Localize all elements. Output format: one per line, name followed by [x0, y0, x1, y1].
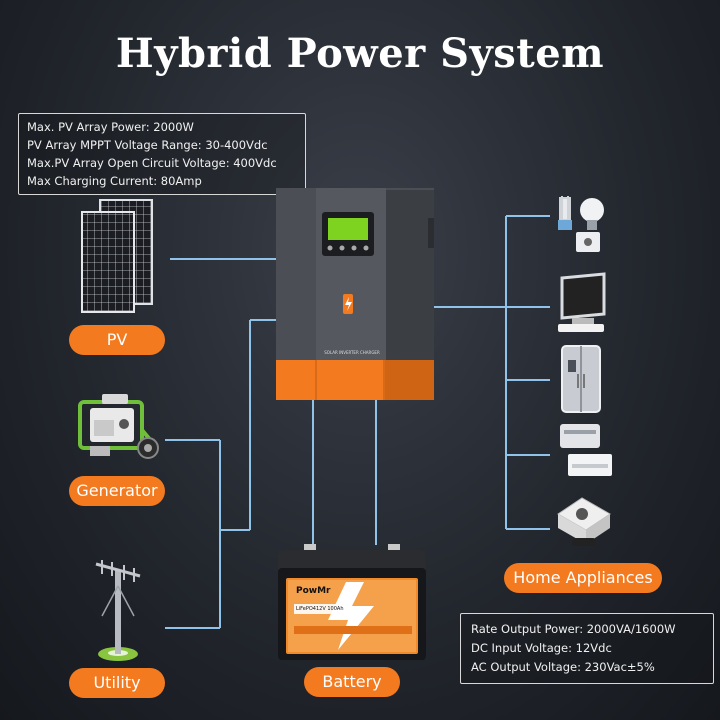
washing-machine-icon: [557, 497, 611, 546]
spec-line: PV Array MPPT Voltage Range: 30-400Vdc: [27, 138, 268, 152]
inverter-label: SOLAR INVERTER CHARGER: [324, 350, 380, 355]
spec-line: Max.PV Array Open Circuit Voltage: 400Vd…: [27, 156, 277, 170]
page-title: Hybrid Power System: [115, 30, 605, 77]
pv-label: PV: [69, 325, 165, 355]
spec-line: Max. PV Array Power: 2000W: [27, 120, 194, 134]
spec-line: AC Output Voltage: 230Vac±5%: [471, 660, 655, 674]
pv-spec-box: Max. PV Array Power: 2000W PV Array MPPT…: [18, 113, 306, 195]
tv-icon: [558, 272, 606, 332]
spec-line: Rate Output Power: 2000VA/1600W: [471, 622, 676, 636]
refrigerator-icon: [561, 345, 601, 413]
solar-panel-icon: [81, 199, 153, 313]
battery-icon: [278, 544, 426, 660]
air-conditioner-icon: [560, 424, 612, 476]
output-spec-box: Rate Output Power: 2000VA/1600W DC Input…: [460, 613, 714, 684]
battery-label: Battery: [304, 667, 400, 697]
spec-line: DC Input Voltage: 12Vdc: [471, 641, 612, 655]
battery-chem: LiFePO4: [296, 606, 316, 612]
inverter-icon: [276, 188, 434, 400]
generator-icon: [78, 394, 159, 459]
light-bulb-icon: [558, 196, 604, 252]
utility-pole-icon: [95, 560, 141, 661]
battery-unit: PowMr LiFePO4 12V 100Ah: [276, 542, 428, 662]
home-appliances-label: Home Appliances: [504, 563, 662, 593]
battery-brand: PowMr: [296, 586, 331, 596]
spec-line: Max Charging Current: 80Amp: [27, 174, 202, 188]
utility-label: Utility: [69, 668, 165, 698]
battery-rating: 12V 100Ah: [316, 606, 344, 612]
inverter-unit: SOLAR INVERTER CHARGER: [276, 188, 434, 403]
generator-label: Generator: [69, 476, 165, 506]
